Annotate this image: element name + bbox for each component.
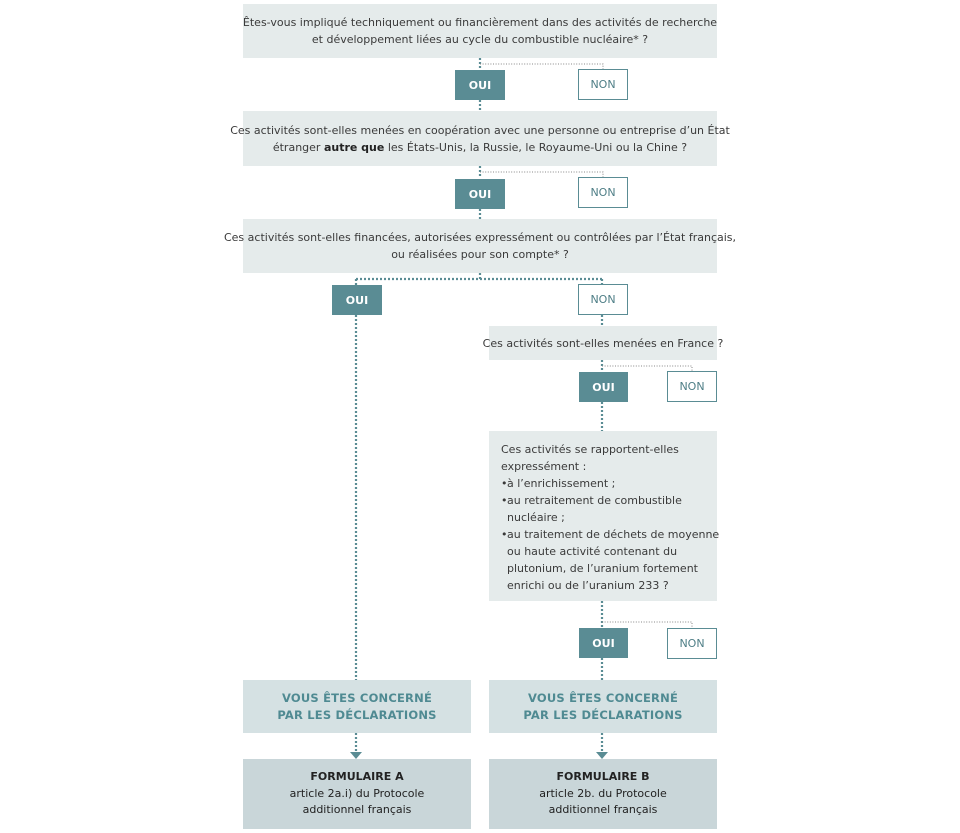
form-b-box[interactable]: FORMULAIRE B article 2b. du Protocole ad… [489,759,717,829]
yes-button-3[interactable]: OUI [332,285,382,315]
arrow-down-form-b [596,752,608,759]
question-3-line-2: ou réalisées pour son compte* ? [391,248,569,261]
concern-box-a: VOUS ÊTES CONCERNÉ PAR LES DÉCLARATIONS [243,680,471,733]
connector-q1-non [480,63,604,69]
connector-q5-non [602,621,693,628]
yes-button-4[interactable]: OUI [579,372,628,402]
form-a-title: FORMULAIRE A [310,770,404,784]
concern-a-line-2: PAR LES DÉCLARATIONS [277,707,437,722]
question-4-text: Ces activités sont-elles menées en Franc… [482,336,724,350]
question-5-item-2-line-2: nucléaire ; [507,511,565,524]
connector-q2-non [480,171,604,177]
question-1-box: Êtes-vous impliqué techniquement ou fina… [243,4,717,58]
question-5-item-3-line-1: au traitement de déchets de moyenne [507,528,720,541]
question-2-line-2-post: les États-Unis, la Russie, le Royaume-Un… [384,140,688,154]
question-5-box: Ces activités se rapportent-elles expres… [489,431,719,601]
question-2-line-2-pre: étranger [272,140,324,154]
no-button-4[interactable]: NON [667,371,717,402]
question-5-intro-2: expressément : [501,460,587,473]
arrow-down-form-a [350,752,362,759]
question-5-item-2: au retraitement de combustible nucléaire… [501,492,719,526]
no-button-5[interactable]: NON [667,628,717,659]
concern-b-line-1: VOUS ÊTES CONCERNÉ [527,690,678,705]
concern-a-line-1: VOUS ÊTES CONCERNÉ [281,690,432,705]
question-2-line-2: étranger autre que les États-Unis, la Ru… [273,139,687,156]
question-1-line-1: Êtes-vous impliqué techniquement ou fina… [242,16,718,29]
question-5-item-3: au traitement de déchets de moyenne ou h… [501,526,719,594]
question-5-list: à l’enrichissement ; au retraitement de … [501,475,719,594]
no-button-1[interactable]: NON [578,69,628,100]
form-a-line-2: article 2a.i) du Protocole [289,786,425,800]
question-5-item-1: à l’enrichissement ; [501,475,719,492]
question-5-item-1-line-1: à l’enrichissement ; [507,477,616,490]
no-button-3[interactable]: NON [578,284,628,315]
question-5-item-2-line-1: au retraitement de combustible [507,494,682,507]
question-2-box: Ces activités sont-elles menées en coopé… [230,111,730,166]
yes-button-5[interactable]: OUI [579,628,628,658]
concern-box-b: VOUS ÊTES CONCERNÉ PAR LES DÉCLARATIONS [489,680,717,733]
yes-button-2[interactable]: OUI [455,179,505,209]
form-b-line-2: article 2b. du Protocole [539,786,667,800]
question-2-emphasis: autre que [323,140,385,154]
question-5-intro-1: Ces activités se rapportent-elles [501,443,679,456]
concern-b-line-2: PAR LES DÉCLARATIONS [523,707,683,722]
question-3-box: Ces activités sont-elles financées, auto… [224,219,736,273]
form-b-line-3: additionnel français [548,803,658,817]
question-1-line-2: et développement liées au cycle du combu… [311,33,649,46]
form-a-box[interactable]: FORMULAIRE A article 2a.i) du Protocole … [243,759,471,829]
question-2-line-1: Ces activités sont-elles menées en coopé… [230,123,730,137]
question-3-line-1: Ces activités sont-elles financées, auto… [223,231,737,244]
question-5-item-3-line-4: enrichi ou de l’uranium 233 ? [507,579,669,592]
question-4-box: Ces activités sont-elles menées en Franc… [483,326,723,360]
form-a-line-3: additionnel français [302,803,412,817]
question-5-item-3-line-2: ou haute activité contenant du [507,545,678,558]
no-button-2[interactable]: NON [578,177,628,208]
question-5-item-3-line-3: plutonium, de l’uranium fortement [507,562,698,575]
yes-button-1[interactable]: OUI [455,70,505,100]
form-b-title: FORMULAIRE B [556,770,650,784]
